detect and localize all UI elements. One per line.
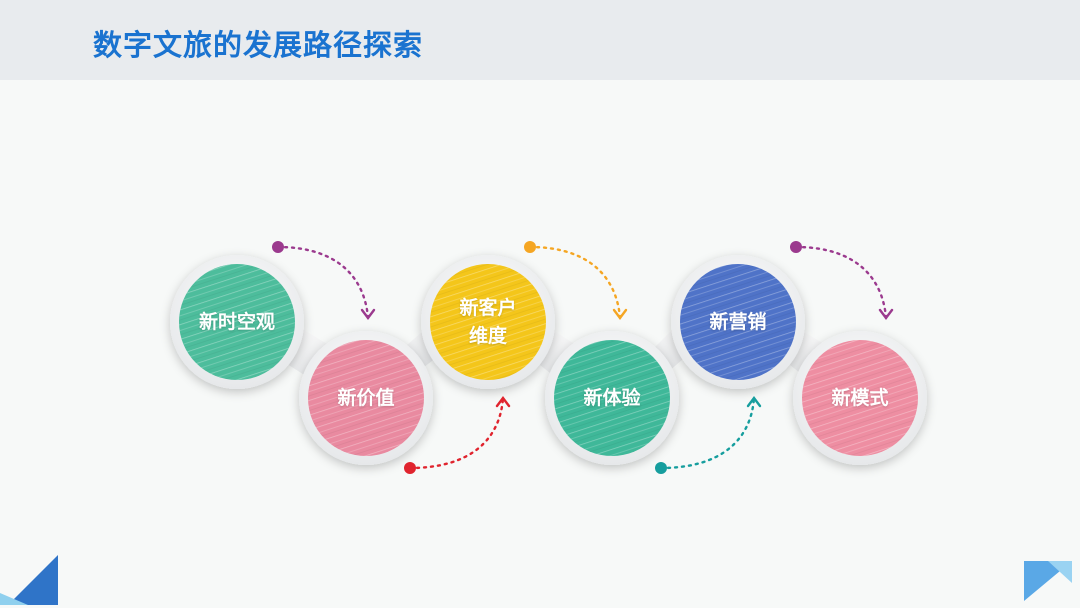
connector-arrow-2 — [404, 396, 511, 474]
header-bar: 数字文旅的发展路径探索 — [0, 0, 1080, 80]
connector-arrow-5 — [790, 241, 894, 320]
page-title: 数字文旅的发展路径探索 — [93, 28, 424, 62]
corner-decoration-left — [0, 555, 58, 605]
node-2 — [299, 331, 433, 465]
node-6 — [793, 331, 927, 465]
node-5 — [671, 255, 805, 389]
connector-arrow-3 — [524, 241, 628, 320]
connector-arrow-1 — [272, 241, 376, 320]
node-1 — [170, 255, 304, 389]
connector-arrow-4 — [655, 396, 762, 474]
node-4 — [545, 331, 679, 465]
corner-decoration-right — [1024, 561, 1072, 601]
node-3 — [421, 255, 555, 389]
